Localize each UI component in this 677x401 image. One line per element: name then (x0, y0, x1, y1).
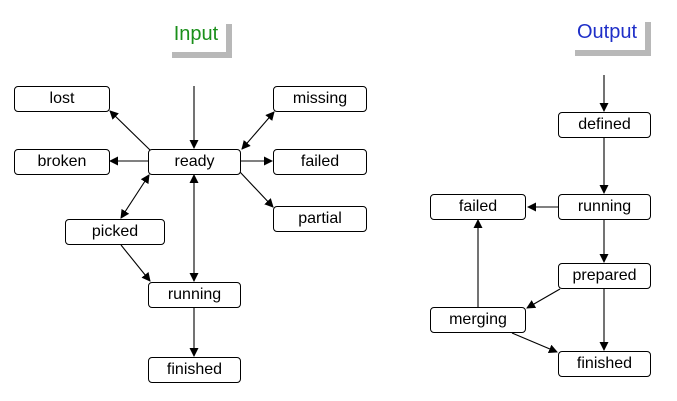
input-node-lost: lost (14, 86, 110, 112)
output-node-failed: failed (430, 194, 526, 220)
input-node-running: running (148, 282, 241, 308)
output-title: Output (569, 16, 645, 50)
input-node-missing: missing (273, 86, 367, 112)
output-node-running: running (558, 194, 651, 220)
input-title: Input (166, 18, 226, 52)
input-node-partial: partial (273, 206, 367, 232)
output-node-merging: merging (430, 307, 526, 333)
input-node-picked: picked (65, 219, 165, 245)
arrow-picked-to-running (120, 244, 151, 282)
input-node-failed: failed (273, 149, 367, 175)
output-node-defined: defined (558, 112, 651, 138)
input-node-broken: broken (14, 149, 110, 175)
output-node-prepared: prepared (558, 263, 651, 289)
input-node-ready: ready (148, 149, 241, 175)
arrow-merging-to-finished (511, 332, 558, 354)
output-node-finished: finished (558, 351, 651, 377)
arrow-prepared-to-merging (526, 288, 561, 309)
arrow-ready-missing-bidirectional (241, 111, 275, 150)
arrow-ready-to-partial (239, 171, 274, 208)
arrow-ready-to-lost (109, 110, 151, 151)
input-node-finished: finished (148, 357, 241, 383)
arrow-ready-picked-bidirectional (120, 174, 150, 219)
